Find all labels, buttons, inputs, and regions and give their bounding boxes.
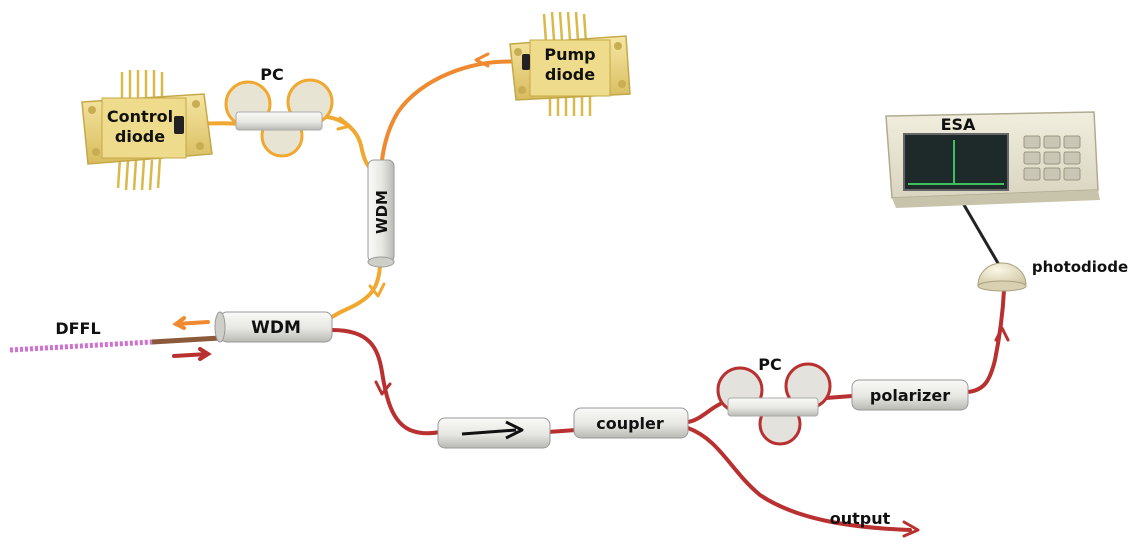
- pc-bottom-label: PC: [758, 355, 781, 374]
- signal-fiber-loop: [330, 288, 1006, 436]
- coupler: coupler: [573, 407, 689, 439]
- control-diode-label-line1: Control: [107, 107, 173, 126]
- dffl-direction-arrows: [172, 316, 212, 361]
- wdm-vertical: WDM: [367, 159, 395, 268]
- photodiode-label: photodiode: [1032, 258, 1128, 276]
- wdm-horizontal: WDM: [214, 311, 333, 343]
- control-diode: Control diode: [81, 70, 213, 191]
- pump-diode-fiber: [380, 59, 524, 162]
- wdm-horizontal-label: WDM: [251, 318, 301, 338]
- dffl-label: DFFL: [55, 319, 100, 338]
- polarizer: polarizer: [851, 379, 969, 411]
- pump-diode-label-line2: diode: [545, 65, 595, 84]
- esa-keypad: [1023, 135, 1081, 181]
- output-fiber: [686, 426, 912, 532]
- electrical-spectrum-analyzer: ESA: [885, 111, 1100, 208]
- polarizer-label: polarizer: [870, 386, 950, 405]
- right-arrow-icon: [461, 420, 524, 440]
- coupler-label: coupler: [596, 414, 664, 433]
- dffl-to-wdm-fiber: [151, 335, 221, 345]
- esa-label: ESA: [941, 115, 976, 134]
- pump-diode-label-line1: Pump: [544, 45, 595, 64]
- pc-top-label: PC: [260, 65, 283, 84]
- output-label: output: [830, 509, 891, 528]
- esa-cable: [958, 197, 1004, 271]
- isolator: [437, 417, 551, 449]
- wdm-to-wdm-fiber: [328, 260, 382, 320]
- polarization-controller-top: PC: [224, 65, 334, 158]
- wdm-vertical-label: WDM: [373, 190, 391, 234]
- esa-trace: [908, 140, 1004, 185]
- arrowhead-icon: [336, 52, 1010, 538]
- polarization-controller-bottom: PC: [716, 355, 832, 446]
- dffl-fiber: [9, 339, 153, 353]
- control-diode-label-line2: diode: [115, 127, 165, 146]
- pump-diode: Pump diode: [509, 11, 631, 116]
- photodiode: photodiode: [977, 258, 1128, 292]
